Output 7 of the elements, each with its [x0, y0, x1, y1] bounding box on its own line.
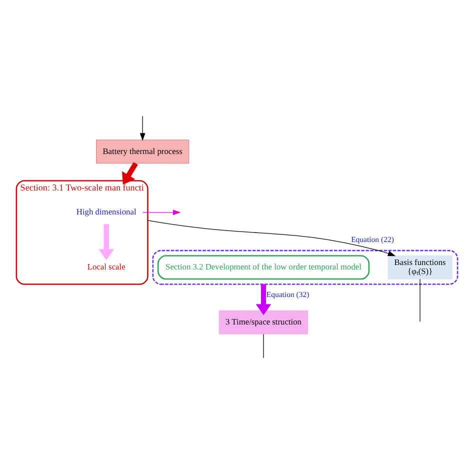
arrow — [98, 224, 114, 260]
arrow — [140, 116, 146, 141]
arrow — [256, 284, 272, 316]
arrow — [147, 220, 396, 256]
connector — [263, 334, 264, 358]
arrow — [142, 210, 181, 216]
arrow — [122, 162, 138, 185]
